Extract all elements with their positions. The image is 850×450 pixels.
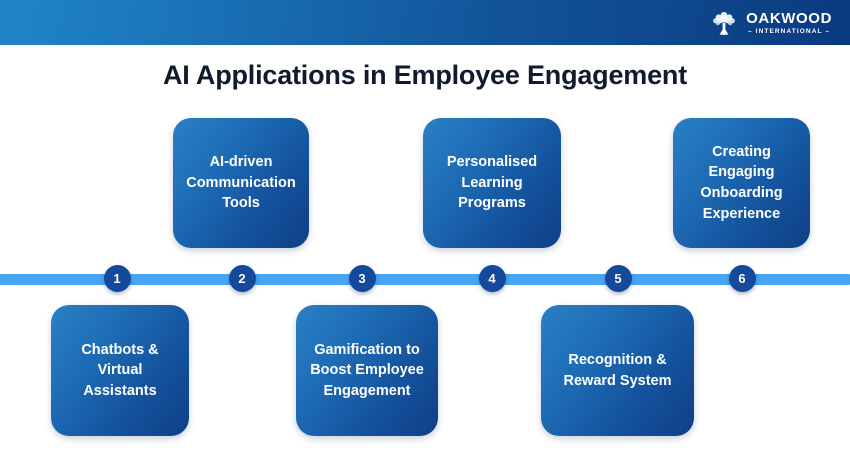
oak-tree-icon bbox=[708, 7, 740, 39]
card-6[interactable]: Creating Engaging Onboarding Experience bbox=[673, 118, 810, 248]
timeline-node-1[interactable]: 1 bbox=[103, 265, 131, 292]
timeline-node-3[interactable]: 3 bbox=[348, 265, 376, 292]
timeline-node-4[interactable]: 4 bbox=[478, 265, 506, 292]
timeline-node-5[interactable]: 5 bbox=[604, 265, 632, 292]
card-3[interactable]: Gamification to Boost Employee Engagemen… bbox=[296, 305, 438, 436]
logo-subtitle: – INTERNATIONAL – bbox=[748, 27, 831, 35]
card-label: Personalised Learning Programs bbox=[446, 154, 538, 212]
card-label: Chatbots & Virtual Assistants bbox=[81, 341, 159, 399]
logo-wordmark: OAKWOOD – INTERNATIONAL – bbox=[746, 11, 832, 36]
oakwood-logo: OAKWOOD – INTERNATIONAL – bbox=[708, 6, 832, 40]
card-label: AI-driven Communication Tools bbox=[186, 154, 296, 212]
timeline-node-6[interactable]: 6 bbox=[728, 265, 756, 292]
card-5[interactable]: Recognition & Reward System bbox=[541, 305, 694, 436]
card-4[interactable]: Personalised Learning Programs bbox=[423, 118, 561, 248]
card-label: Creating Engaging Onboarding Experience bbox=[700, 143, 783, 222]
header-bar: OAKWOOD – INTERNATIONAL – bbox=[0, 0, 850, 45]
card-2[interactable]: AI-driven Communication Tools bbox=[173, 118, 309, 248]
card-label: Gamification to Boost Employee Engagemen… bbox=[310, 341, 424, 399]
timeline-node-2[interactable]: 2 bbox=[228, 265, 256, 292]
logo-name: OAKWOOD bbox=[746, 9, 832, 27]
card-label: Recognition & Reward System bbox=[563, 351, 672, 389]
timeline-bar bbox=[0, 274, 850, 285]
card-1[interactable]: Chatbots & Virtual Assistants bbox=[51, 305, 189, 436]
page-title: AI Applications in Employee Engagement bbox=[163, 60, 687, 90]
